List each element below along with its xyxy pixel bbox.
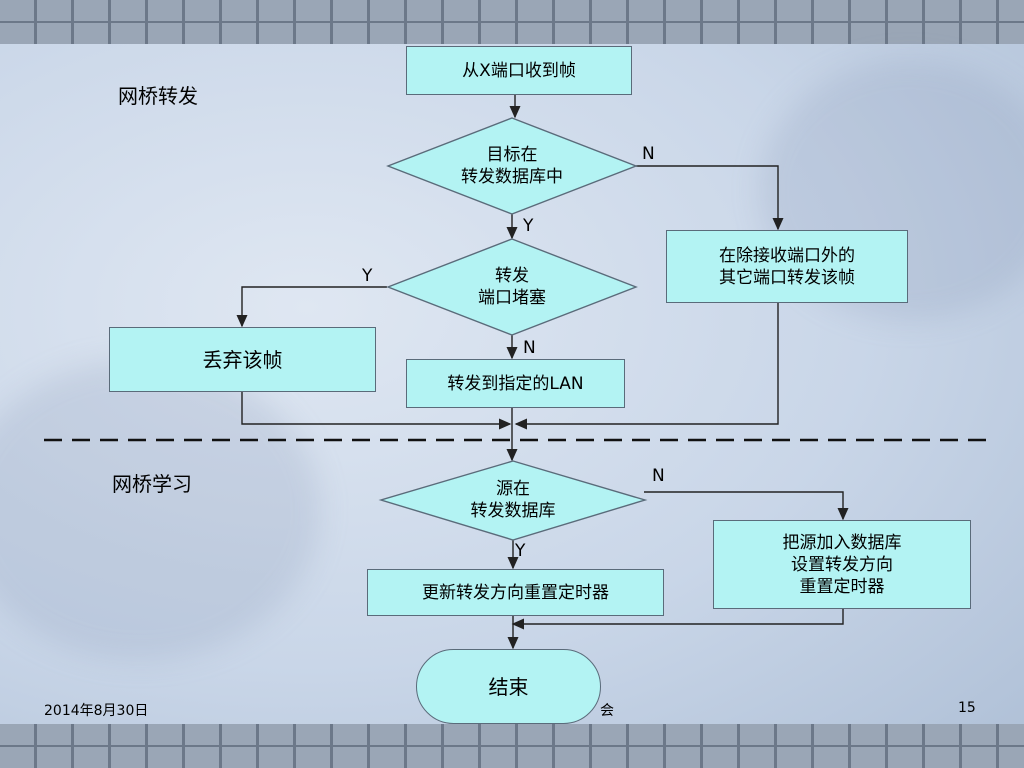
- forward-lan-box: 转发到指定的LAN: [406, 359, 625, 408]
- label-n-blocked: N: [523, 338, 536, 358]
- blocked-decision-text: 转发 端口堵塞: [478, 266, 546, 308]
- arrow-src-no: [644, 491, 849, 521]
- end-terminator: 结束: [416, 649, 601, 724]
- section-title-learn: 网桥学习: [112, 472, 192, 496]
- update-timer-box: 更新转发方向重置定时器: [367, 569, 664, 616]
- decision-diamond-src: [378, 460, 648, 541]
- arrow-blocked-yes: [236, 286, 387, 328]
- brick-wall-bottom-decoration: [0, 724, 1024, 768]
- great-wall-background-decoration: [0, 360, 320, 660]
- footer-date: 2014年8月30日: [44, 703, 149, 719]
- decision-diamond-db: [386, 117, 638, 215]
- arrow-flood-merge: [514, 303, 779, 430]
- label-n-db: N: [642, 144, 655, 164]
- receive-frame-box: 从X端口收到帧: [406, 46, 632, 95]
- label-n-src: N: [652, 466, 665, 486]
- drop-frame-box: 丢弃该帧: [109, 327, 376, 392]
- brick-wall-top-decoration: [0, 0, 1024, 44]
- section-title-forward: 网桥转发: [118, 84, 198, 108]
- db-decision-text: 目标在 转发数据库中: [461, 145, 563, 187]
- arrow-drop-merge: [241, 392, 512, 430]
- add-source-box: 把源加入数据库 设置转发方向 重置定时器: [713, 520, 971, 609]
- label-y-src: Y: [515, 541, 526, 561]
- page-number: 15: [958, 700, 976, 716]
- decision-diamond-blocked: [386, 238, 638, 336]
- footer-center-text: 会: [600, 703, 614, 719]
- flood-frame-box: 在除接收端口外的 其它端口转发该帧: [666, 230, 908, 303]
- src-decision-text: 源在 转发数据库: [470, 479, 556, 521]
- label-y-blocked: Y: [362, 266, 373, 286]
- arrow-db-no: [636, 165, 784, 231]
- label-y-db: Y: [523, 216, 534, 236]
- arrow-add-merge: [511, 609, 844, 630]
